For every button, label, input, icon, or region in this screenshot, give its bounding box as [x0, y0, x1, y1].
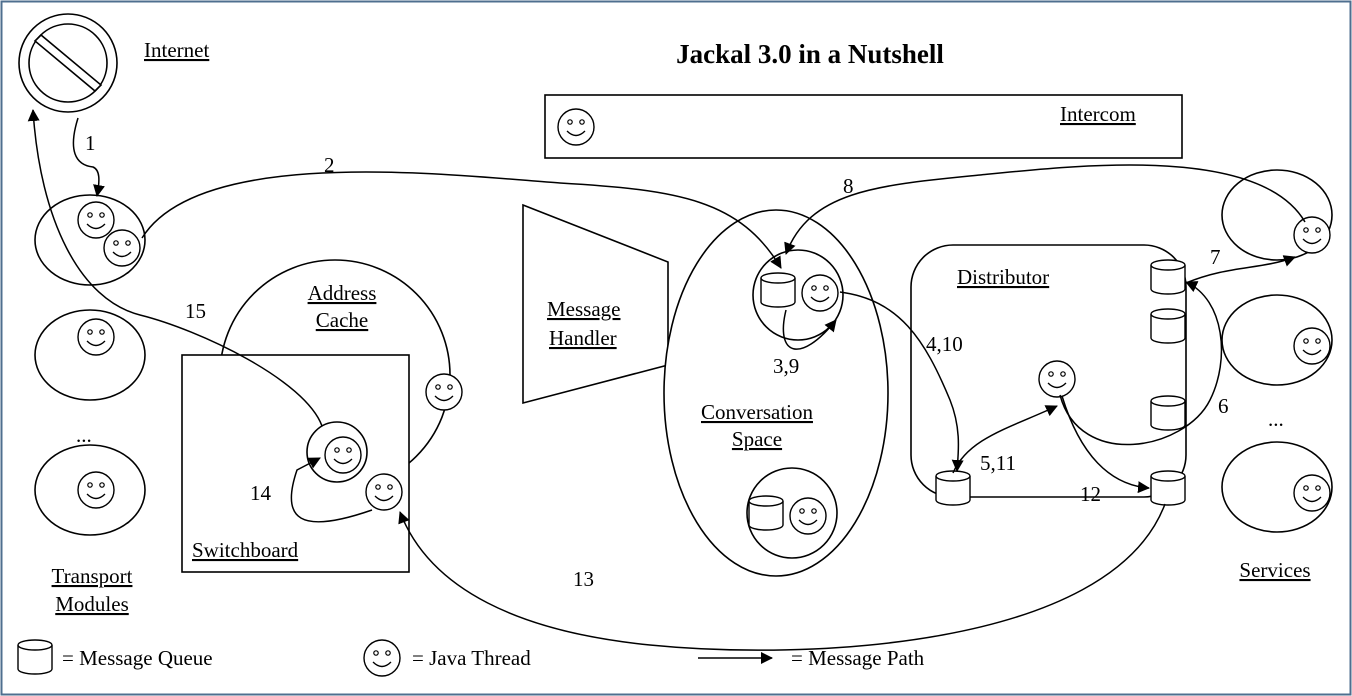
transport-modules-label-2: Modules — [55, 592, 129, 616]
transport-thread-icon — [77, 201, 115, 239]
step-label-13: 13 — [573, 567, 594, 591]
conversation-queue-icon — [760, 272, 796, 308]
address-cache-label-1: Address — [308, 281, 377, 305]
step-label-1: 1 — [85, 131, 96, 155]
address-cache-label-2: Cache — [316, 308, 368, 332]
step-label-6: 6 — [1218, 394, 1229, 418]
transport-thread-icon — [77, 318, 115, 356]
legend-thread-icon — [363, 639, 401, 677]
step-label-4-10: 4,10 — [926, 332, 963, 356]
legend: = Message Queue = Java Thread = Message … — [17, 639, 925, 677]
distributor-queue-icon — [1150, 259, 1186, 295]
service-thread-icon — [1293, 216, 1331, 254]
intercom-label: Intercom — [1060, 102, 1136, 126]
path-1 — [72, 117, 105, 197]
path-13 — [398, 503, 1166, 651]
service-thread-icon — [1293, 474, 1331, 512]
path-6 — [1059, 281, 1223, 446]
legend-queue-label: = Message Queue — [62, 646, 213, 670]
message-handler-label-2: Handler — [549, 326, 617, 350]
path-8 — [784, 164, 1306, 255]
step-label-7: 7 — [1210, 245, 1221, 269]
transport-thread-icon — [103, 229, 141, 267]
message-paths — [27, 109, 1306, 651]
switchboard-thread-ring — [306, 421, 368, 483]
internet-icon — [18, 13, 118, 113]
distributor-queue-icon — [935, 470, 971, 506]
service-thread-icon — [1293, 327, 1331, 365]
conversation-thread-icon — [801, 274, 839, 312]
conversation-thread-icon — [789, 497, 827, 535]
step-label-15: 15 — [185, 299, 206, 323]
transport-modules-label-1: Transport — [52, 564, 133, 588]
conversation-space-label-2: Space — [732, 427, 782, 451]
conversation-queue-icon — [748, 495, 784, 531]
diagram-title: Jackal 3.0 in a Nutshell — [676, 39, 944, 69]
conversation-group-ring-2 — [746, 467, 838, 559]
services-ellipsis: ... — [1268, 407, 1284, 431]
switchboard-label: Switchboard — [192, 538, 299, 562]
legend-path-label: = Message Path — [791, 646, 925, 670]
internet-label: Internet — [144, 38, 209, 62]
legend-thread-label: = Java Thread — [412, 646, 531, 670]
step-label-3-9: 3,9 — [773, 354, 799, 378]
step-label-12: 12 — [1080, 482, 1101, 506]
distributor-label: Distributor — [957, 265, 1049, 289]
transport-ellipsis: ... — [76, 423, 92, 447]
path-7 — [1185, 255, 1296, 284]
conversation-space-label-1: Conversation — [701, 400, 813, 424]
legend-queue-icon — [17, 639, 53, 675]
distributor-queue-icon — [1150, 470, 1186, 506]
transport-thread-icon — [77, 471, 115, 509]
services-label: Services — [1239, 558, 1310, 582]
switchboard-thread-icon — [365, 473, 403, 511]
distributor-queue-icon — [1150, 308, 1186, 344]
path-5-11 — [952, 405, 1058, 474]
step-label-5-11: 5,11 — [980, 451, 1016, 475]
conversation-group-ring — [752, 249, 844, 341]
cache-thread-icon — [425, 373, 463, 411]
path-2 — [141, 171, 782, 269]
path-3-9 — [782, 309, 837, 350]
path-15 — [27, 109, 323, 427]
distributor-thread-icon — [1038, 360, 1076, 398]
path-4-10 — [839, 291, 964, 472]
path-12 — [1061, 395, 1150, 494]
intercom-box — [544, 94, 1183, 159]
transport-module-2 — [34, 309, 146, 401]
step-label-2: 2 — [324, 153, 335, 177]
distributor-queue-icon — [1150, 395, 1186, 431]
switchboard-thread-icon — [324, 436, 362, 474]
message-handler-label-1: Message — [547, 297, 620, 321]
intercom-thread-icon — [557, 108, 595, 146]
step-label-8: 8 — [843, 174, 854, 198]
path-14 — [290, 457, 373, 523]
step-label-14: 14 — [250, 481, 272, 505]
